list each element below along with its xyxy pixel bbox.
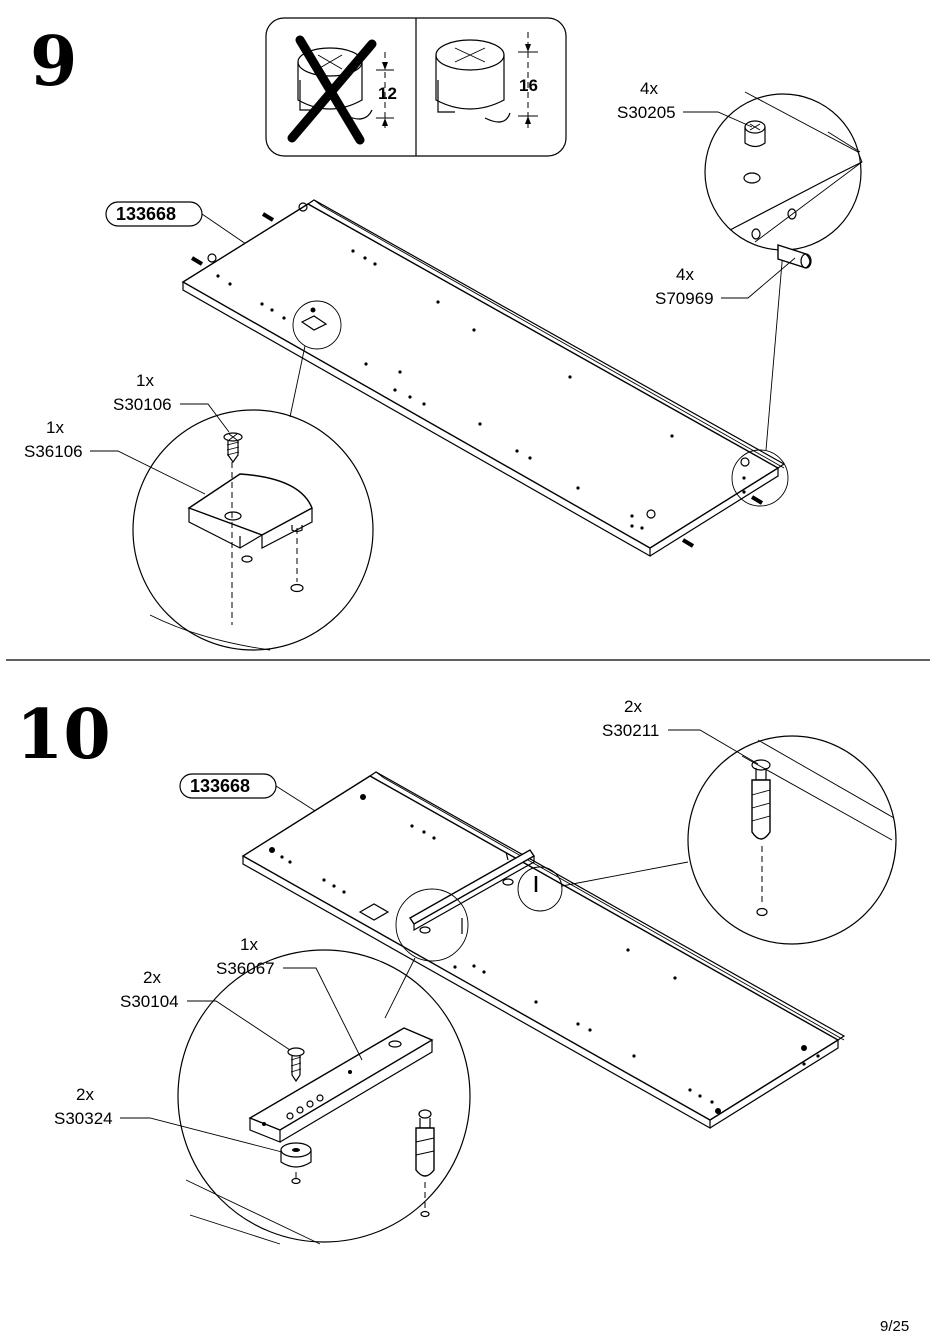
detail-circle-foot <box>132 300 374 651</box>
panel-step-10 <box>241 771 846 1130</box>
dowel-s70969-icon <box>777 244 812 269</box>
page-number: 9/25 <box>880 1318 909 1335</box>
cam-correct-illustration <box>435 39 511 123</box>
callout-s36106: 1x S36106 <box>24 418 206 495</box>
callout-s70969: 4x S70969 <box>655 257 796 308</box>
cam-s30205-icon <box>744 120 766 148</box>
svg-text:1x: 1x <box>240 935 258 954</box>
svg-text:133668: 133668 <box>190 776 250 796</box>
svg-text:2x: 2x <box>624 697 642 716</box>
svg-text:1x: 1x <box>46 418 64 437</box>
dimension-16 <box>518 32 538 128</box>
svg-text:1x: 1x <box>136 371 154 390</box>
svg-text:S30324: S30324 <box>54 1109 113 1128</box>
dimension-12-label: 12 <box>378 84 397 103</box>
callout-s30211: 2x S30211 <box>602 697 759 765</box>
screw-s30106-icon <box>223 432 243 464</box>
svg-text:133668: 133668 <box>116 204 176 224</box>
panel-label-step-9: 133668 <box>105 201 263 256</box>
svg-text:S36067: S36067 <box>216 959 275 978</box>
callout-s30106: 1x S30106 <box>113 371 230 433</box>
cam-wrong-illustration <box>287 35 377 145</box>
svg-text:S70969: S70969 <box>655 289 714 308</box>
svg-text:S36106: S36106 <box>24 442 83 461</box>
svg-text:2x: 2x <box>143 968 161 987</box>
detail-circle-cam-dowel <box>704 91 863 507</box>
svg-text:S30205: S30205 <box>617 103 676 122</box>
callout-s30205: 4x S30205 <box>617 79 753 128</box>
panel-step-9 <box>181 199 786 558</box>
callout-s36067: 1x S36067 <box>216 935 363 1061</box>
step-10-number: 10 <box>16 695 111 775</box>
dimension-16-label: 16 <box>519 76 538 95</box>
callout-s30104: 2x S30104 <box>120 968 291 1051</box>
dimension-12 <box>376 52 394 130</box>
svg-text:2x: 2x <box>76 1085 94 1104</box>
detail-circle-runner <box>177 888 471 1245</box>
runner-s36067-icon <box>248 1027 434 1143</box>
svg-text:S30104: S30104 <box>120 992 179 1011</box>
spacer-s30324-icon <box>280 1142 312 1168</box>
cam-bolt-detail-icon <box>415 1109 435 1177</box>
svg-text:S30106: S30106 <box>113 395 172 414</box>
svg-text:S30211: S30211 <box>602 721 659 740</box>
cam-bolt-s30211-icon <box>751 759 771 840</box>
callout-s30324: 2x S30324 <box>54 1085 283 1153</box>
cam-depth-box: 12 16 <box>265 17 567 157</box>
svg-text:4x: 4x <box>676 265 694 284</box>
detail-circle-cam-bolt <box>517 735 897 945</box>
step-9-number: 9 <box>30 22 77 102</box>
screw-s30104-icon <box>287 1047 305 1083</box>
svg-text:4x: 4x <box>640 79 658 98</box>
